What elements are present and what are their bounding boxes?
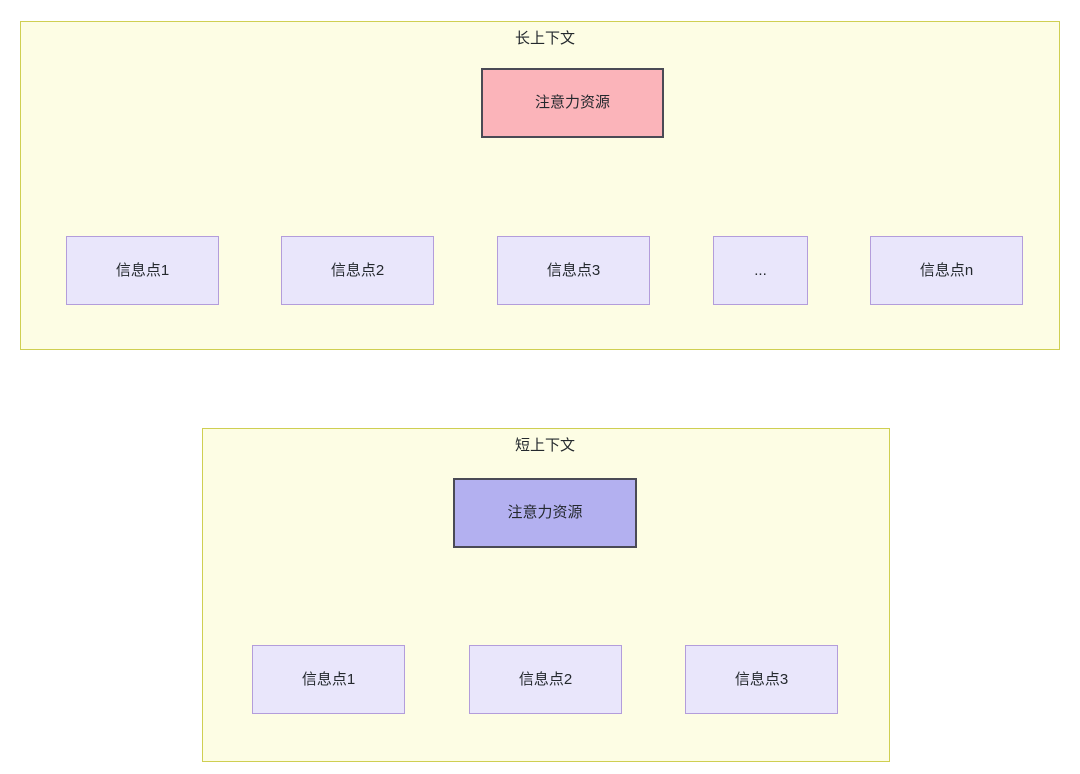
leaf-node-long-context-4[interactable]: ...	[713, 236, 808, 305]
leaf-node-long-context-1[interactable]: 信息点1	[66, 236, 219, 305]
leaf-node-long-context-5[interactable]: 信息点n	[870, 236, 1023, 305]
diagram-title-short-context: 短上下文	[514, 437, 575, 454]
diagram-title-long-context: 长上下文	[514, 30, 575, 47]
leaf-node-short-context-3[interactable]: 信息点3	[685, 645, 838, 714]
leaf-node-short-context-1[interactable]: 信息点1	[252, 645, 405, 714]
leaf-node-long-context-3[interactable]: 信息点3	[497, 236, 650, 305]
leaf-node-long-context-2[interactable]: 信息点2	[281, 236, 434, 305]
root-node-short-context[interactable]: 注意力资源	[453, 478, 637, 548]
root-node-long-context[interactable]: 注意力资源	[481, 68, 664, 138]
leaf-node-short-context-2[interactable]: 信息点2	[469, 645, 622, 714]
